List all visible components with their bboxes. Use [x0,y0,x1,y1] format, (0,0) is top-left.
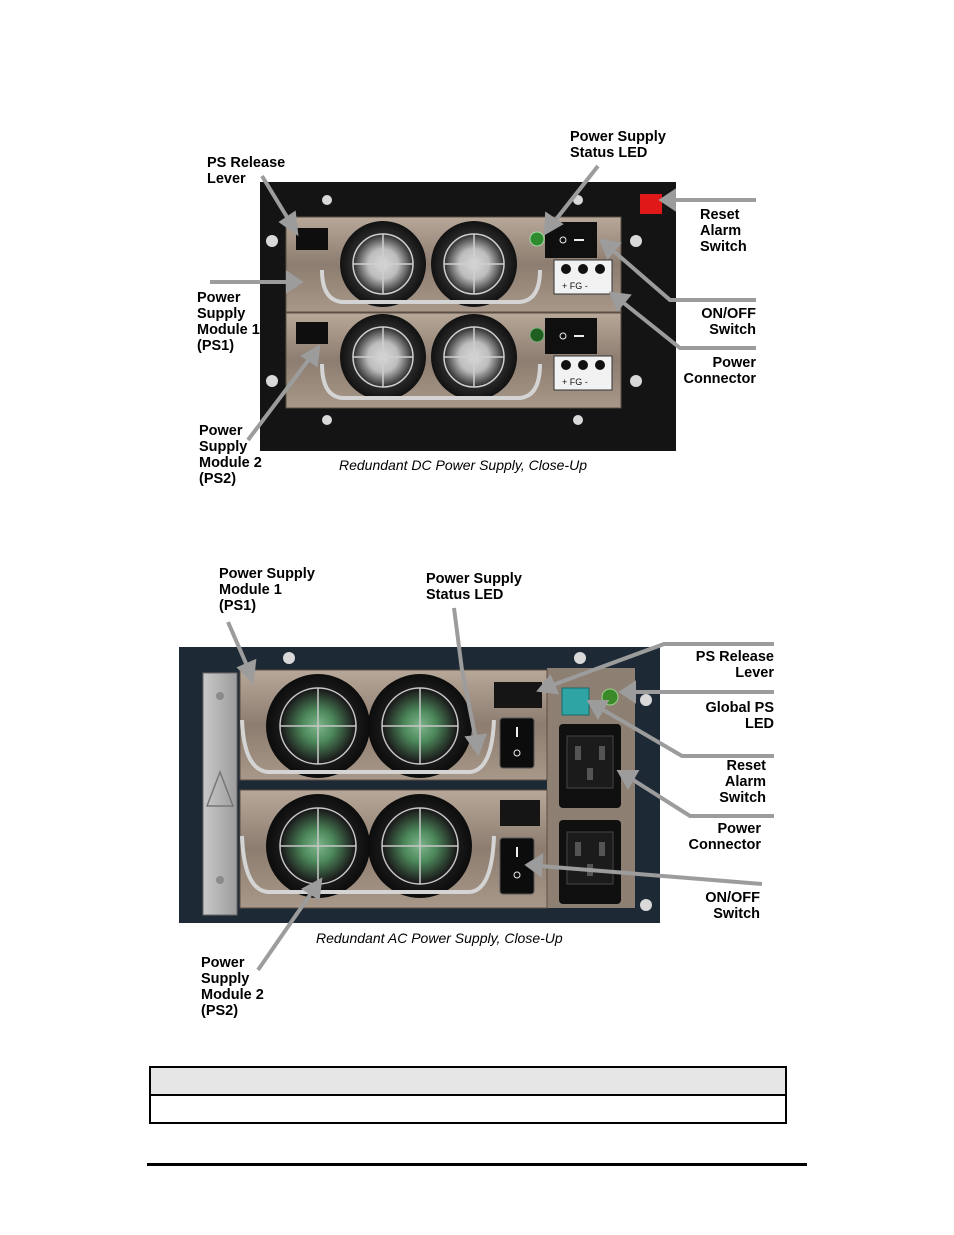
ac-ps2-release-lever [500,800,540,826]
dc-ps2-status-led [530,328,544,342]
ac-label-psu-module-2: Power Supply Module 2 (PS2) [201,955,264,1019]
note-table-header [150,1067,786,1095]
dc-reset-alarm-button [640,194,662,214]
footer-rule [147,1163,807,1166]
ac-label-ps-release-lever: PS Release Lever [674,649,774,681]
ac-ps1-release-lever [494,682,542,708]
dc-label-psu-module-1: Power Supply Module 1 (PS1) [197,290,260,354]
ac-psu-module-2 [240,790,547,908]
dc-ps1-terminal-marking: + FG - [562,281,588,291]
ac-power-connector-2 [559,820,621,904]
dc-label-on-off-switch: ON/OFF Switch [690,306,756,338]
dc-label-psu-module-2: Power Supply Module 2 (PS2) [199,423,262,487]
dc-ps1-release-lever [296,228,328,250]
ac-label-global-ps-led: Global PS LED [684,700,774,732]
ac-label-power-connector: Power Connector [670,821,761,853]
ac-label-psu-status-led: Power Supply Status LED [426,571,522,603]
ac-psu-module-1 [240,670,547,780]
dc-figure-caption: Redundant DC Power Supply, Close-Up [339,457,587,473]
dc-power-supply-photo: + FG - + FG - [260,182,676,451]
note-table-body [150,1095,786,1123]
dc-ps2-terminal-marking: + FG - [562,377,588,387]
ac-label-on-off-switch: ON/OFF Switch [690,890,760,922]
dc-label-reset-alarm-switch: Reset Alarm Switch [700,207,747,255]
ac-figure-caption: Redundant AC Power Supply, Close-Up [316,930,563,946]
ac-ps1-on-off-switch [500,718,534,768]
ac-power-supply-photo [179,647,660,923]
ac-power-connector-1 [559,724,621,808]
dc-label-ps-release-lever: PS Release Lever [207,155,285,187]
power-supply-figures: + FG - + FG - [0,0,954,1060]
ac-label-psu-module-1: Power Supply Module 1 (PS1) [219,566,315,614]
dc-psu-module-2: + FG - [286,313,621,408]
dc-label-psu-status-led: Power Supply Status LED [570,129,666,161]
note-table [149,1066,787,1124]
dc-label-power-connector: Power Connector [670,355,756,387]
dc-ps2-release-lever [296,322,328,344]
dc-ps1-status-led [530,232,544,246]
dc-psu-module-1: + FG - [286,217,621,312]
ac-label-reset-alarm-switch: Reset Alarm Switch [696,758,766,806]
ac-reset-alarm-button [562,688,589,715]
